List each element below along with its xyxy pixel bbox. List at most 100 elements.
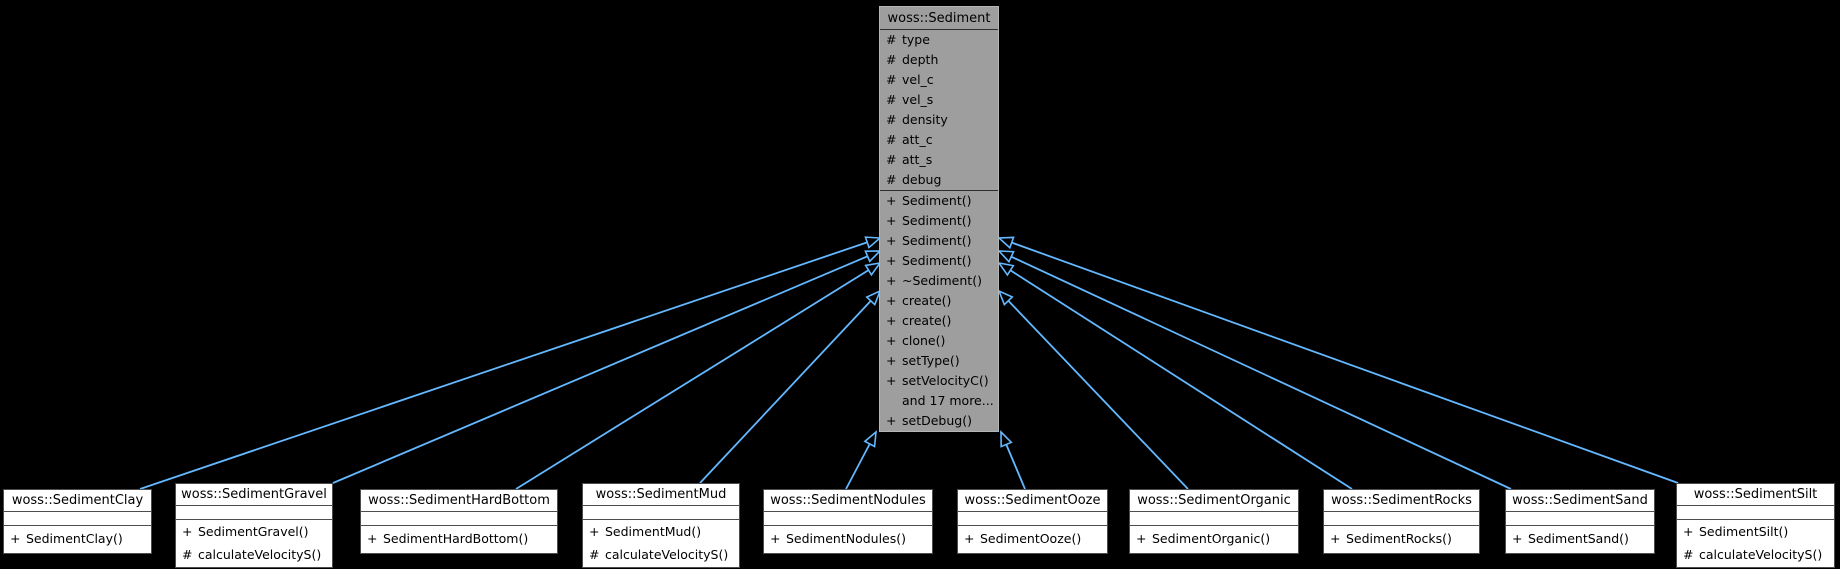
inheritance-arrow-woss-sedimentsand [997, 250, 1512, 490]
inheritance-arrow-woss-sedimentooze [1000, 430, 1026, 490]
visibility-symbol: + [182, 523, 193, 539]
visibility-symbol: + [886, 412, 897, 428]
member-row: # calculateVelocityS() [1677, 547, 1834, 562]
methods-compartment: + SedimentNodules() [764, 526, 932, 553]
visibility-symbol: + [367, 531, 378, 547]
member-row: +create() [880, 292, 998, 308]
inheritance-arrow-woss-sedimentsilt [997, 236, 1679, 484]
member-row: + Sediment() [880, 232, 998, 248]
visibility-symbol: # [886, 111, 897, 127]
methods-compartment: +SedimentMud()#calculateVelocityS() [583, 520, 739, 567]
class-box-woss-sedimentnodules[interactable]: woss::SedimentNodules+ SedimentNodules() [763, 489, 933, 554]
visibility-symbol: + [1683, 523, 1694, 539]
member-row: + setVelocityC() [880, 372, 998, 388]
class-title: woss::SedimentClay [4, 490, 151, 512]
methods-compartment: +SedimentOrganic() [1130, 526, 1298, 553]
inheritance-arrow-woss-sedimentclay [139, 236, 883, 490]
visibility-symbol: + [886, 372, 897, 388]
class-title: woss::Sediment [880, 7, 998, 30]
attributes-compartment [764, 512, 932, 526]
member-label: SedimentSilt() [1699, 523, 1789, 539]
member-label: setType() [902, 352, 960, 368]
visibility-symbol: + [10, 531, 21, 547]
member-row: # vel_c [880, 71, 998, 87]
member-label: att_c [902, 131, 933, 147]
visibility-symbol: # [886, 91, 897, 107]
methods-compartment: +SedimentClay() [4, 526, 151, 553]
member-label: Sediment() [902, 212, 972, 228]
visibility-symbol: + [589, 523, 600, 539]
member-row: + SedimentGravel() [176, 523, 332, 539]
class-box-woss-sedimentgravel[interactable]: woss::SedimentGravel+SedimentGravel()#ca… [175, 483, 333, 568]
member-row: +SedimentOrganic() [1130, 533, 1298, 546]
inheritance-arrow-woss-sedimenthardbottom [515, 261, 882, 490]
visibility-symbol: # [589, 547, 600, 562]
member-label: vel_c [902, 71, 934, 87]
methods-compartment: + Sediment() + Sediment() + Sediment() + Sedime… [880, 191, 998, 431]
member-label: create() [902, 292, 952, 308]
member-label: depth [902, 51, 939, 67]
member-label: Sediment() [902, 232, 972, 248]
visibility-symbol: # [886, 71, 897, 87]
member-row: + setType() [880, 352, 998, 368]
member-label: and 17 more... [902, 392, 994, 408]
member-label: calculateVelocityS() [605, 547, 729, 562]
visibility-symbol: + [770, 531, 781, 547]
member-label: clone() [902, 332, 946, 348]
class-box-woss-sedimentorganic[interactable]: woss::SedimentOrganic+SedimentOrganic() [1129, 489, 1299, 554]
attributes-compartment [583, 506, 739, 520]
visibility-symbol: + [1512, 531, 1523, 547]
visibility-symbol: + [1330, 531, 1341, 547]
member-label: vel_s [902, 91, 934, 107]
visibility-symbol: # [182, 547, 193, 562]
class-box-woss-sedimentmud[interactable]: woss::SedimentMud+SedimentMud()#calculat… [582, 483, 740, 568]
class-box-woss-sedimentsilt[interactable]: woss::SedimentSilt+SedimentSilt()#calcul… [1676, 483, 1835, 568]
attributes-compartment [176, 506, 332, 520]
member-row: + Sediment() [880, 252, 998, 268]
member-row: + Sediment() [880, 192, 998, 208]
member-label: Sediment() [902, 192, 972, 208]
visibility-symbol: # [1683, 547, 1694, 562]
class-box-woss-sedimentclay[interactable]: woss::SedimentClay+SedimentClay() [3, 489, 152, 554]
member-row: +SedimentSand() [1506, 533, 1654, 546]
member-row: # debug [880, 171, 998, 187]
visibility-symbol: # [886, 171, 897, 187]
member-label: SedimentGravel() [198, 523, 309, 539]
member-row: +~Sediment() [880, 274, 998, 288]
visibility-symbol: + [886, 332, 897, 348]
visibility-symbol: + [886, 352, 897, 368]
class-title: woss::SedimentMud [583, 484, 739, 506]
member-row: +SedimentHardBottom() [361, 533, 557, 546]
methods-compartment: +SedimentGravel()#calculateVelocityS() [176, 520, 332, 567]
visibility-symbol: # [886, 151, 897, 167]
member-label: SedimentRocks() [1346, 531, 1452, 547]
member-row: # calculateVelocityS() [583, 547, 739, 562]
member-row: #type [880, 33, 998, 47]
class-box-woss-sedimentooze[interactable]: woss::SedimentOoze+SedimentOoze() [957, 489, 1108, 554]
member-label: calculateVelocityS() [1699, 547, 1823, 562]
member-label: setVelocityC() [902, 372, 989, 388]
class-title: woss::SedimentNodules [764, 490, 932, 512]
class-box-woss-sedimenthardbottom[interactable]: woss::SedimentHardBottom+SedimentHardBot… [360, 489, 558, 554]
class-box-woss-sedimentsand[interactable]: woss::SedimentSand+SedimentSand() [1505, 489, 1655, 554]
methods-compartment: + SedimentSilt() # calculateVelocityS() [1677, 520, 1834, 567]
member-label: SedimentNodules() [786, 531, 907, 547]
visibility-symbol: + [886, 312, 897, 328]
member-label: debug [902, 171, 942, 187]
class-title: woss::SedimentHardBottom [361, 490, 557, 512]
visibility-symbol: + [886, 232, 897, 248]
member-row: #att_s [880, 151, 998, 167]
visibility-symbol: + [886, 252, 897, 268]
member-label: Sediment() [902, 252, 972, 268]
base-class-box-woss-sediment[interactable]: woss::Sediment#type#depth#vel_c#vel_s#de… [879, 6, 999, 432]
class-box-woss-sedimentrocks[interactable]: woss::SedimentRocks+SedimentRocks() [1323, 489, 1480, 554]
member-row: # vel_s [880, 91, 998, 107]
attributes-compartment [1677, 506, 1834, 520]
visibility-symbol: + [886, 192, 897, 208]
methods-compartment: +SedimentSand() [1506, 526, 1654, 553]
member-row: + SedimentSilt() [1677, 523, 1834, 539]
methods-compartment: +SedimentOoze() [958, 526, 1107, 553]
member-label: SedimentOrganic() [1152, 531, 1271, 547]
visibility-symbol: # [886, 131, 897, 147]
